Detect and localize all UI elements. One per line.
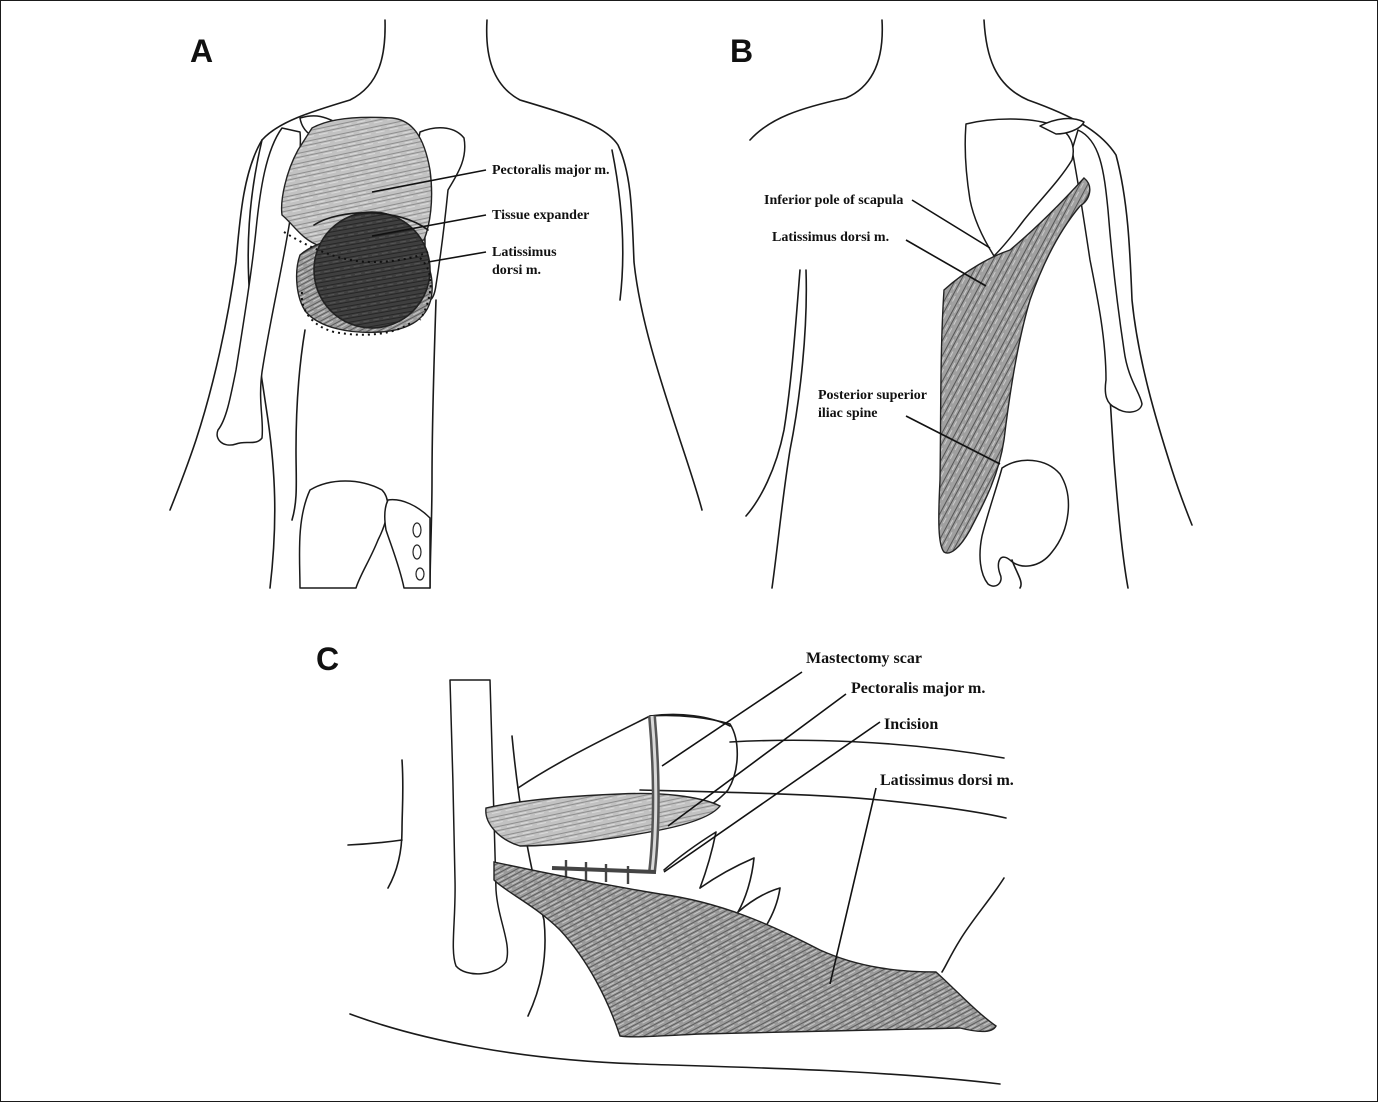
panel-a: A xyxy=(170,20,702,588)
label-latissimus-c: Latissimus dorsi m. xyxy=(880,772,1014,789)
label-pectoralis-major-a: Pectoralis major m. xyxy=(492,163,610,178)
label-mastectomy-scar: Mastectomy scar xyxy=(806,650,922,667)
label-inferior-pole-scapula: Inferior pole of scapula xyxy=(764,193,903,208)
label-latissimus-a-line1: Latissimus xyxy=(492,245,557,260)
panel-a-letter: A xyxy=(190,33,213,69)
panel-c-latissimus-dorsi xyxy=(494,862,996,1037)
panel-b: B Inferior pole of scapula xyxy=(730,20,1192,588)
panel-b-letter: B xyxy=(730,33,753,69)
label-psis-line1: Posterior superior xyxy=(818,388,927,403)
label-psis-line2: iliac spine xyxy=(818,406,878,421)
panel-b-scapula xyxy=(965,119,1084,256)
label-pectoralis-major-c: Pectoralis major m. xyxy=(851,680,985,697)
panel-a-tissue-expander xyxy=(314,212,430,328)
panel-c-mastectomy-scar xyxy=(652,716,656,872)
label-incision: Incision xyxy=(884,716,938,733)
label-latissimus-b: Latissimus dorsi m. xyxy=(772,230,889,245)
panel-c-letter: C xyxy=(316,641,339,677)
label-latissimus-a-line2: dorsi m. xyxy=(492,263,541,278)
panel-a-torso-lower xyxy=(292,300,436,588)
label-tissue-expander: Tissue expander xyxy=(492,208,589,223)
panel-c: C xyxy=(316,641,1014,1084)
